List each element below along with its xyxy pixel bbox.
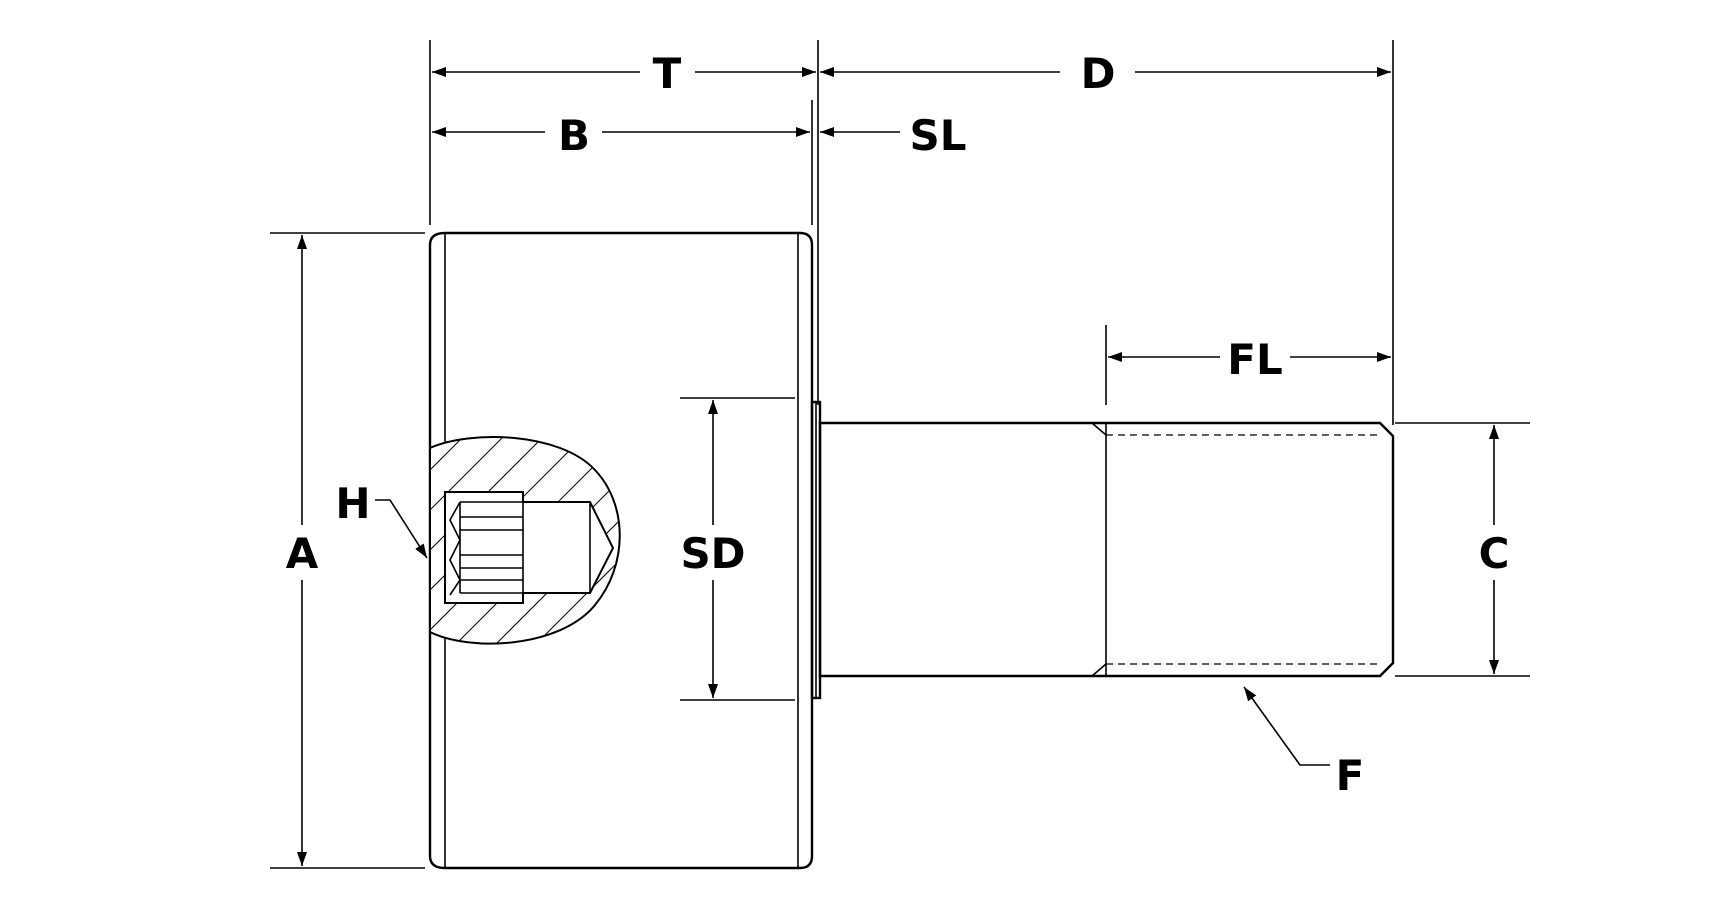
- dimension-labels: T D B SL A SD FL C H F: [286, 49, 1510, 800]
- label-SD: SD: [680, 529, 745, 578]
- leader-F: [1243, 686, 1330, 766]
- label-A: A: [286, 529, 319, 578]
- label-B: B: [558, 111, 590, 160]
- label-FL: FL: [1227, 335, 1282, 384]
- stud-shaft: [818, 421, 1395, 678]
- label-H: H: [335, 479, 370, 528]
- label-D: D: [1081, 49, 1116, 98]
- label-F: F: [1336, 751, 1365, 800]
- leader-H: [375, 499, 428, 559]
- dimension-lines: [297, 67, 1499, 866]
- label-C: C: [1479, 529, 1510, 578]
- label-T: T: [653, 49, 682, 98]
- extension-lines: [270, 40, 1530, 869]
- label-SL: SL: [909, 111, 966, 160]
- hex-socket-cutaway: [429, 436, 621, 645]
